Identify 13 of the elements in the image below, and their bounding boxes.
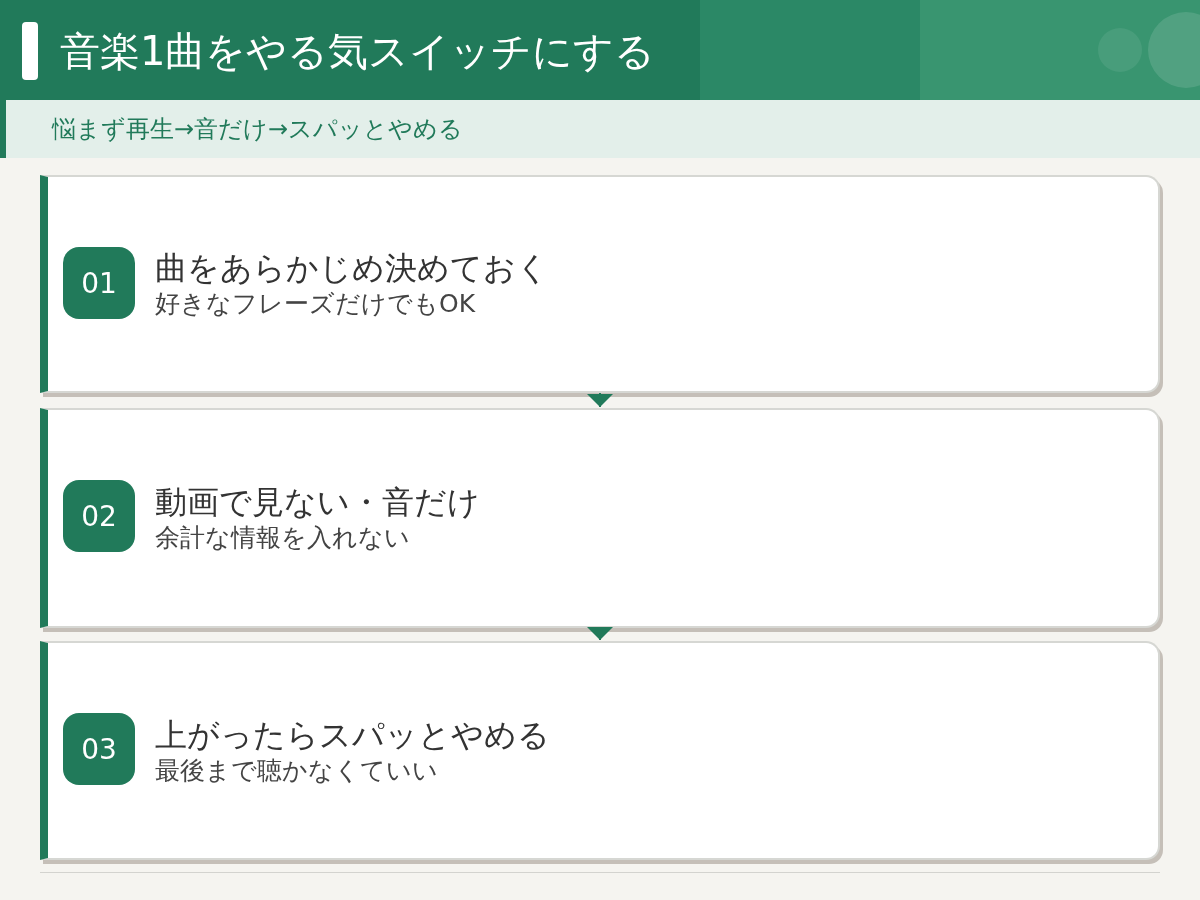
arrow (587, 392, 613, 408)
step-heading: 曲をあらかじめ決めておく (155, 248, 549, 288)
step-number-badge: 03 (63, 713, 135, 785)
arrow (587, 627, 613, 641)
step-description: 最後まで聴かなくていい (155, 754, 439, 787)
step-description: 余計な情報を入れない (155, 522, 411, 554)
step-heading: 動画で見ない・音だけ (155, 482, 480, 522)
step-number-badge: 01 (63, 247, 135, 319)
step-number-badge: 02 (63, 480, 135, 552)
step-description: 好きなフレーズだけでもOK (155, 288, 477, 320)
diagram-title: 音楽1曲をやる気スイッチにする (60, 27, 656, 76)
step-heading: 上がったらスパッとやめる (155, 714, 550, 755)
subtitle-text: 悩まず再生→音だけ→スパッとやめる (52, 114, 464, 145)
